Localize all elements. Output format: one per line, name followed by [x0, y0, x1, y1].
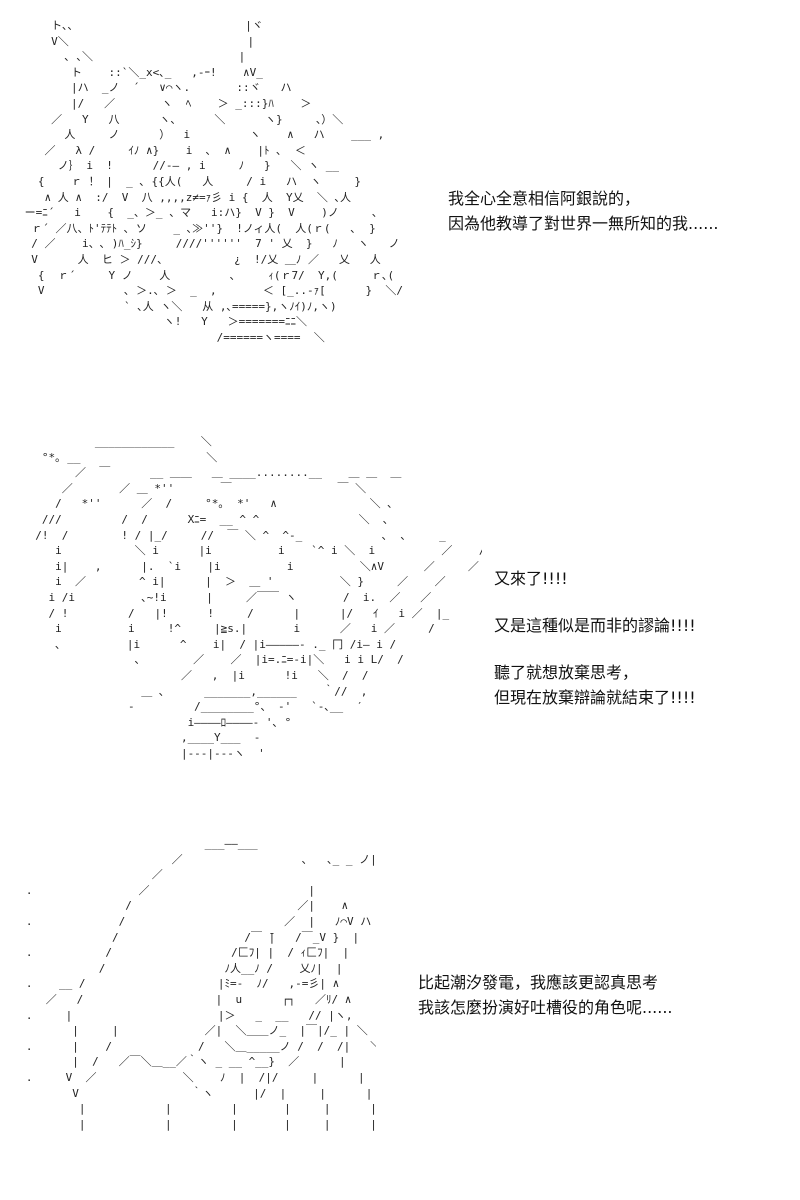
dialogue-line: 因為他教導了對世界一無所知的我......	[448, 214, 719, 233]
dialogue-spacer	[494, 638, 696, 660]
dialogue-line: 聽了就想放棄思考，	[494, 663, 639, 682]
dialogue-text: 比起潮汐發電，我應該更認真思考 我該怎麼扮演好吐槽役的角色呢......	[418, 970, 673, 1020]
ascii-art-character-2: ____________ ＼ °*｡ __ ＼ ／ ￣ __ ＿＿ ＿ ____…	[35, 435, 482, 760]
dialogue-line: 又來了!!!!	[494, 569, 568, 588]
comic-panel-1: ト､､ |ヾ V＼ | ､ ､＼ | ト ::`＼_x<､_ ,-ｰ! ∧V_ …	[0, 0, 800, 420]
dialogue-line: 我全心全意相信阿銀說的，	[448, 189, 641, 208]
dialogue-line: 我該怎麼扮演好吐槽役的角色呢......	[418, 998, 673, 1017]
comic-panel-2: ____________ ＼ °*｡ __ ＼ ／ ￣ __ ＿＿ ＿ ____…	[0, 420, 800, 820]
ascii-art-character-1: ト､､ |ヾ V＼ | ､ ､＼ | ト ::`＼_x<､_ ,-ｰ! ∧V_ …	[24, 19, 404, 344]
dialogue-line: 但現在放棄辯論就結束了!!!!	[494, 688, 696, 707]
dialogue-text: 又來了!!!! 又是這種似是而非的謬論!!!! 聽了就想放棄思考， 但現在放棄辯…	[494, 566, 696, 710]
dialogue-line: 又是這種似是而非的謬論!!!!	[494, 616, 696, 635]
dialogue-spacer	[494, 591, 696, 613]
dialogue-line: 比起潮汐發電，我應該更認真思考	[418, 973, 659, 992]
ascii-art-character-3: ___――___ ／ ､ ､_ _ ノ| ／ /| . ／ | // ,	[25, 837, 376, 1131]
dialogue-text: 我全心全意相信阿銀說的， 因為他教導了對世界一無所知的我......	[448, 186, 719, 236]
comic-panel-3: ___――___ ／ ､ ､_ _ ノ| ／ /| . ／ | // ,	[0, 820, 800, 1200]
